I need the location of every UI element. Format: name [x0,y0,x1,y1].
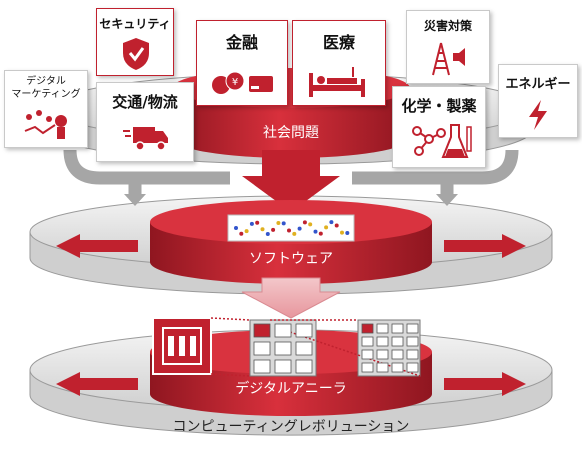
right-expand-arrow-mid [444,234,526,258]
chip-cell [376,336,389,347]
coins-card-icon: ¥ [212,71,273,94]
molecule-dot [234,226,238,230]
chip-cell [406,323,419,334]
chip-cell [391,336,404,347]
gray-connector-arrows [63,149,519,196]
lightning-icon [529,100,547,130]
shield-icon [123,38,149,70]
molecule-dot [260,227,265,232]
logistics-label: 交通/物流 [112,93,178,111]
domain-card-marketing: デジタル マーケティング [4,70,88,148]
molecule-dot [281,221,286,226]
molecule-dot [318,231,323,236]
gray-arrow-heads [124,194,458,206]
molecule-dot [292,231,297,236]
right-expand-arrow-base [444,372,526,396]
chip-cell [406,349,419,360]
chip-cell [361,349,374,360]
chip-cell [274,341,292,356]
molecule-dot [334,223,339,228]
domain-card-chemistry: 化学・製薬 [392,86,486,168]
energy-label: エネルギー [505,77,571,92]
chip-cell [253,341,271,356]
finance-label: 金融 [225,33,258,52]
chip-cell [376,323,389,334]
chip-cell [253,359,271,374]
left-expand-arrow-base [56,372,138,396]
disaster-label: 災害対策 [423,19,472,33]
chip-cell [295,359,313,374]
red-down-arrow [242,150,340,212]
chip-cell [274,359,292,374]
domain-card-security: セキュリティ [96,8,174,76]
molecule-dot [239,231,244,236]
molecule-dot [345,230,350,235]
chip-cell [361,362,374,373]
molecule-dot [287,228,291,233]
social-issues-label: 社会問題 [263,125,319,141]
molecule-dot [340,230,344,235]
domain-card-energy: エネルギー [498,64,578,138]
molecule-strip [227,214,355,242]
left-expand-arrow-mid [56,234,138,258]
molecule-dot [297,226,302,231]
chip-cell [391,323,404,334]
tower-speaker-icon [432,42,465,76]
zoom-dotted-lines [210,317,421,377]
chip-cell [376,349,389,360]
domain-card-disaster: 災害対策 [406,10,490,84]
domain-card-medical: 医療 [292,20,386,106]
chip-cell [391,349,404,360]
chemistry-label: 化学・製薬 [401,97,477,115]
chip-cell [376,362,389,373]
domain-card-finance: 金融 ¥ [196,20,288,106]
chip-cell [406,362,419,373]
pink-down-arrow [241,277,341,319]
molecule-dot [276,221,281,226]
molecule-dot [265,231,270,236]
chip-cell [295,341,313,356]
chip-cell [361,323,374,334]
software-cylinder [150,200,432,284]
svg-text:¥: ¥ [232,77,238,88]
chip-cells-medium [253,323,313,374]
molecule-dot [313,229,318,234]
molecule-dot [302,220,307,225]
chip-cell [406,336,419,347]
molecule-dot [244,229,249,234]
medical-label: 医療 [322,33,355,52]
chip-cell [253,323,271,338]
chip-cell [361,336,374,347]
marketing-label: デジタル マーケティング [11,76,81,100]
molecule-flask-icon [412,124,472,158]
domain-card-logistics: 交通/物流 [96,82,194,162]
computing-revolution-label: コンピューティングレボリューション [172,419,410,435]
truck-icon [123,127,168,151]
digital-annealer-label: デジタルアニーラ [235,381,347,397]
hospital-bed-icon [309,67,365,97]
molecule-dot [249,221,254,226]
software-label: ソフトウェア [249,251,333,267]
security-label: セキュリティ [99,17,171,31]
molecule-dot [271,227,276,232]
chip-cell [295,323,313,338]
marketing-icon [24,110,67,139]
molecule-dot [324,225,329,230]
chip-cell [391,362,404,373]
molecule-dot [308,222,313,227]
molecule-dot [255,220,260,225]
chip-cell [274,323,292,338]
chip-icon-large [152,317,212,375]
molecule-dot [329,220,334,225]
chip-cells-small [361,323,419,373]
